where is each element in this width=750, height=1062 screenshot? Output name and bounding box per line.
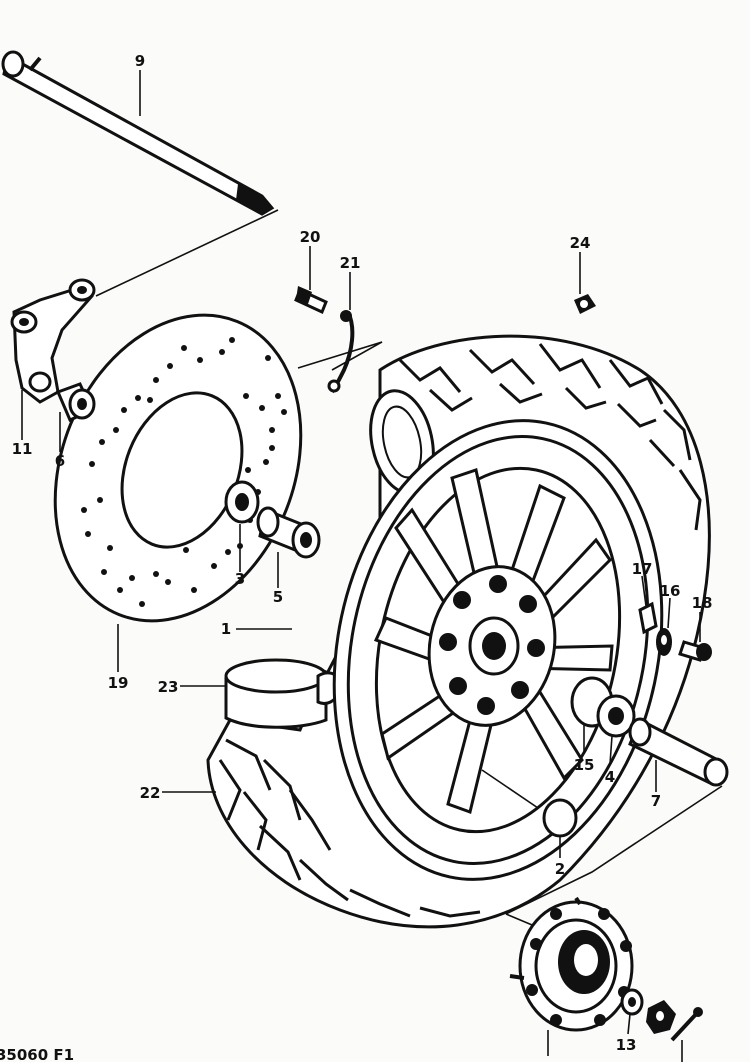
callout-15: 15 <box>574 756 595 774</box>
callout-9: 9 <box>135 52 145 70</box>
callout-11: 11 <box>12 440 33 458</box>
bearing-3 <box>224 480 260 524</box>
bearing-2 <box>481 769 578 838</box>
callout-24: 24 <box>570 234 591 252</box>
spacer-5 <box>256 506 321 559</box>
brake-disc <box>53 313 383 623</box>
callout-22: 22 <box>140 784 161 802</box>
callout-23: 23 <box>158 678 179 696</box>
callout-21: 21 <box>340 254 361 272</box>
hose-clamp-21 <box>327 310 355 394</box>
bearing-4 <box>596 694 636 738</box>
callout-2: 2 <box>555 860 565 878</box>
callout-16: 16 <box>660 582 681 600</box>
callout-20: 20 <box>300 228 321 246</box>
figure-code: 35060 F1 <box>0 1046 74 1062</box>
washer-13 <box>620 988 644 1016</box>
callout-17: 17 <box>632 560 653 578</box>
washer-16 <box>656 628 672 656</box>
callout-13: 13 <box>616 1036 637 1054</box>
callout-19: 19 <box>108 674 129 692</box>
inner-tube <box>224 658 343 729</box>
balancer-17 <box>638 601 658 635</box>
callout-1: 1 <box>221 620 231 638</box>
callout-5: 5 <box>273 588 283 606</box>
callout-4: 4 <box>605 768 615 786</box>
cast-wheel <box>332 419 664 881</box>
callout-7: 7 <box>651 792 661 810</box>
callout-3: 3 <box>235 570 245 588</box>
bolt-18 <box>678 640 712 662</box>
valve-cap-24 <box>574 294 596 314</box>
spacer-6 <box>55 382 96 422</box>
front-axle <box>1 50 279 297</box>
callout-18: 18 <box>692 594 713 612</box>
leader-lines <box>21 70 701 1062</box>
caliper-bracket <box>10 278 96 404</box>
spacer-7 <box>628 717 729 787</box>
callout-labels: 9 20 21 24 11 6 3 5 19 1 23 22 17 16 18 … <box>12 52 713 1054</box>
brake-drum-hub <box>505 785 723 1032</box>
callout-6: 6 <box>55 452 65 470</box>
nut <box>646 1000 676 1034</box>
stud-bolt <box>670 1007 703 1042</box>
bolt-20 <box>294 286 328 315</box>
